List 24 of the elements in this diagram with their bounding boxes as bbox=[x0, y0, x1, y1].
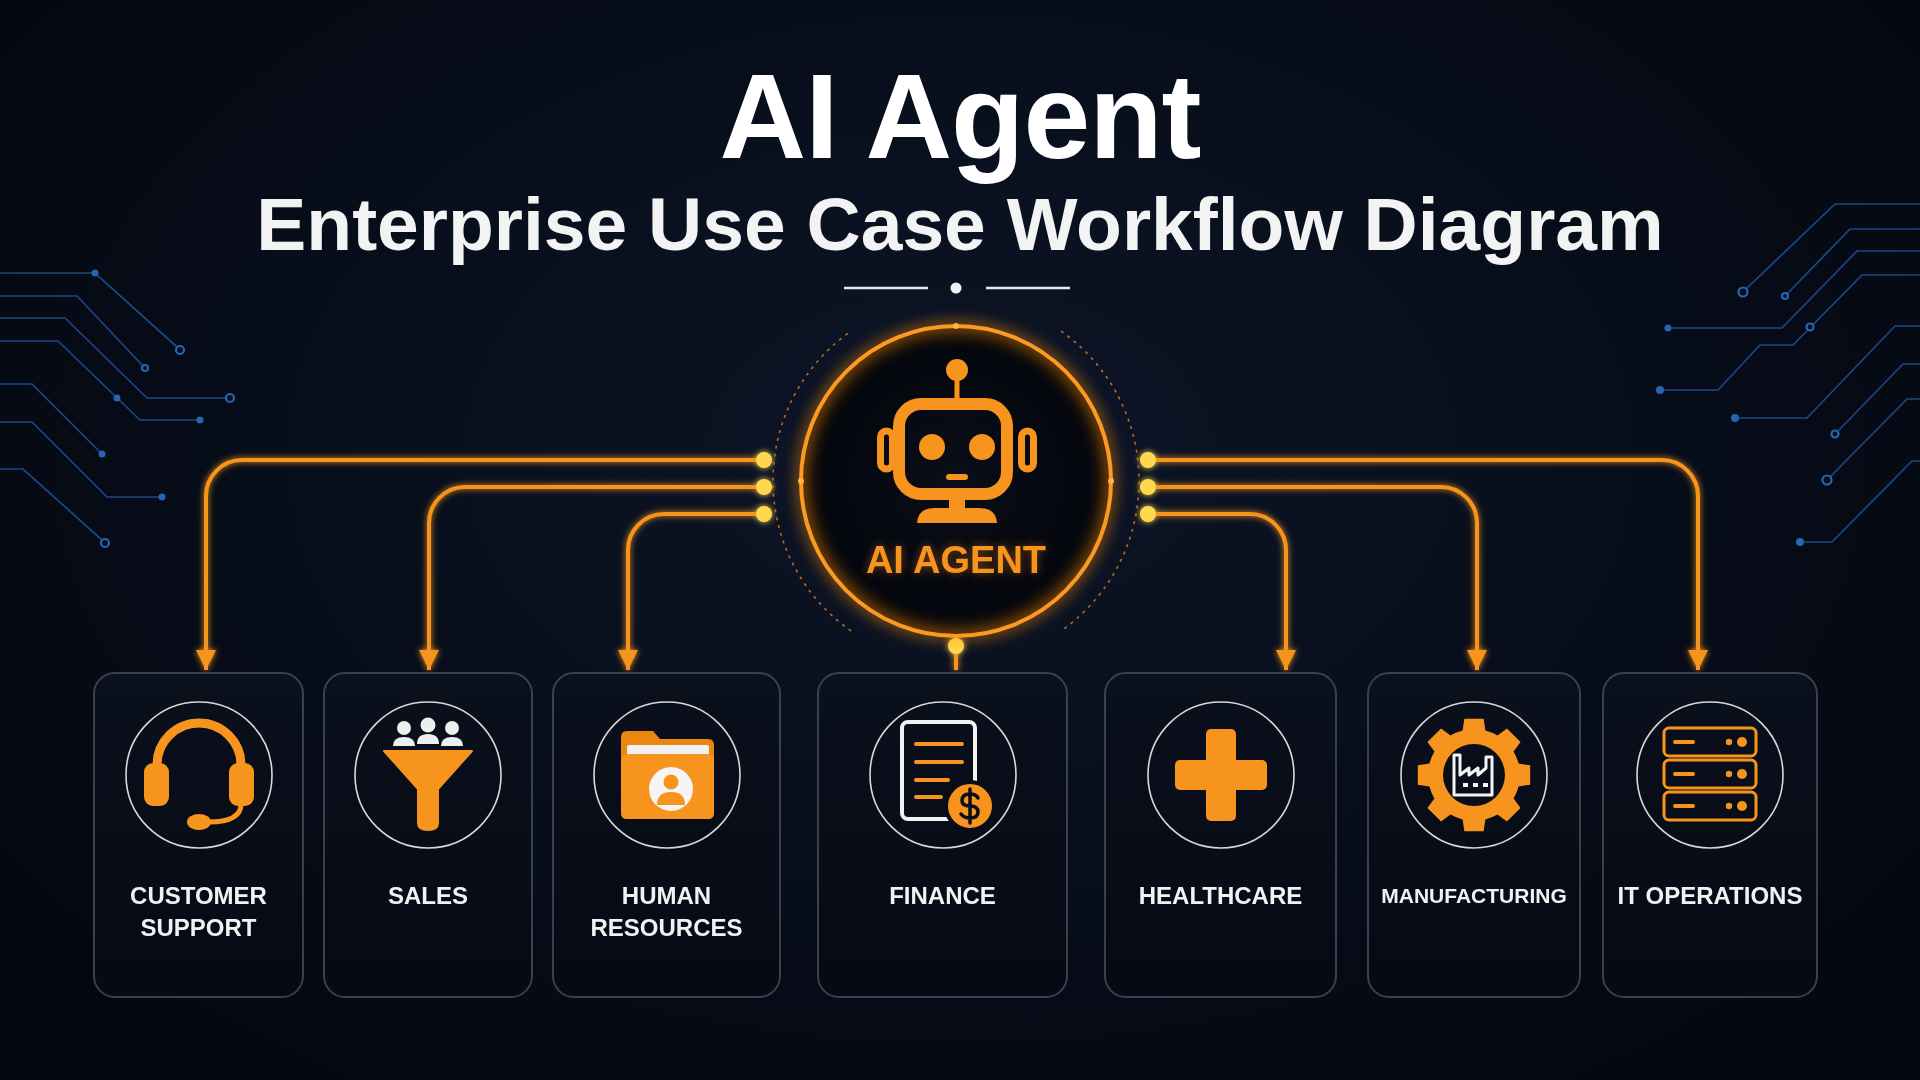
title: AI Agent bbox=[719, 48, 1201, 186]
hub-label: AI AGENT bbox=[865, 540, 1047, 582]
connector-line bbox=[948, 638, 964, 670]
connector-arrow bbox=[196, 452, 772, 670]
use-case-card bbox=[552, 672, 781, 998]
use-case-card bbox=[1367, 672, 1581, 998]
card-label: CUSTOMER SUPPORT bbox=[129, 881, 268, 943]
use-case-card bbox=[817, 672, 1068, 998]
connector-arrow bbox=[618, 506, 772, 670]
card-label: HUMAN RESOURCES bbox=[589, 881, 744, 943]
connector-arrow bbox=[419, 479, 772, 670]
connector-arrow bbox=[1140, 506, 1296, 670]
use-case-card bbox=[323, 672, 533, 998]
card-label: FINANCE bbox=[888, 881, 997, 911]
card-label: MANUFACTURING bbox=[1380, 883, 1568, 909]
use-case-card bbox=[1104, 672, 1337, 998]
card-label: SALES bbox=[387, 881, 469, 911]
use-case-card bbox=[1602, 672, 1818, 998]
connector-arrow bbox=[1140, 452, 1708, 670]
card-label: IT OPERATIONS bbox=[1616, 881, 1804, 911]
use-case-card bbox=[93, 672, 304, 998]
subtitle: Enterprise Use Case Workflow Diagram bbox=[256, 184, 1664, 265]
card-label: HEALTHCARE bbox=[1137, 881, 1304, 911]
connector-arrow bbox=[1140, 479, 1487, 670]
